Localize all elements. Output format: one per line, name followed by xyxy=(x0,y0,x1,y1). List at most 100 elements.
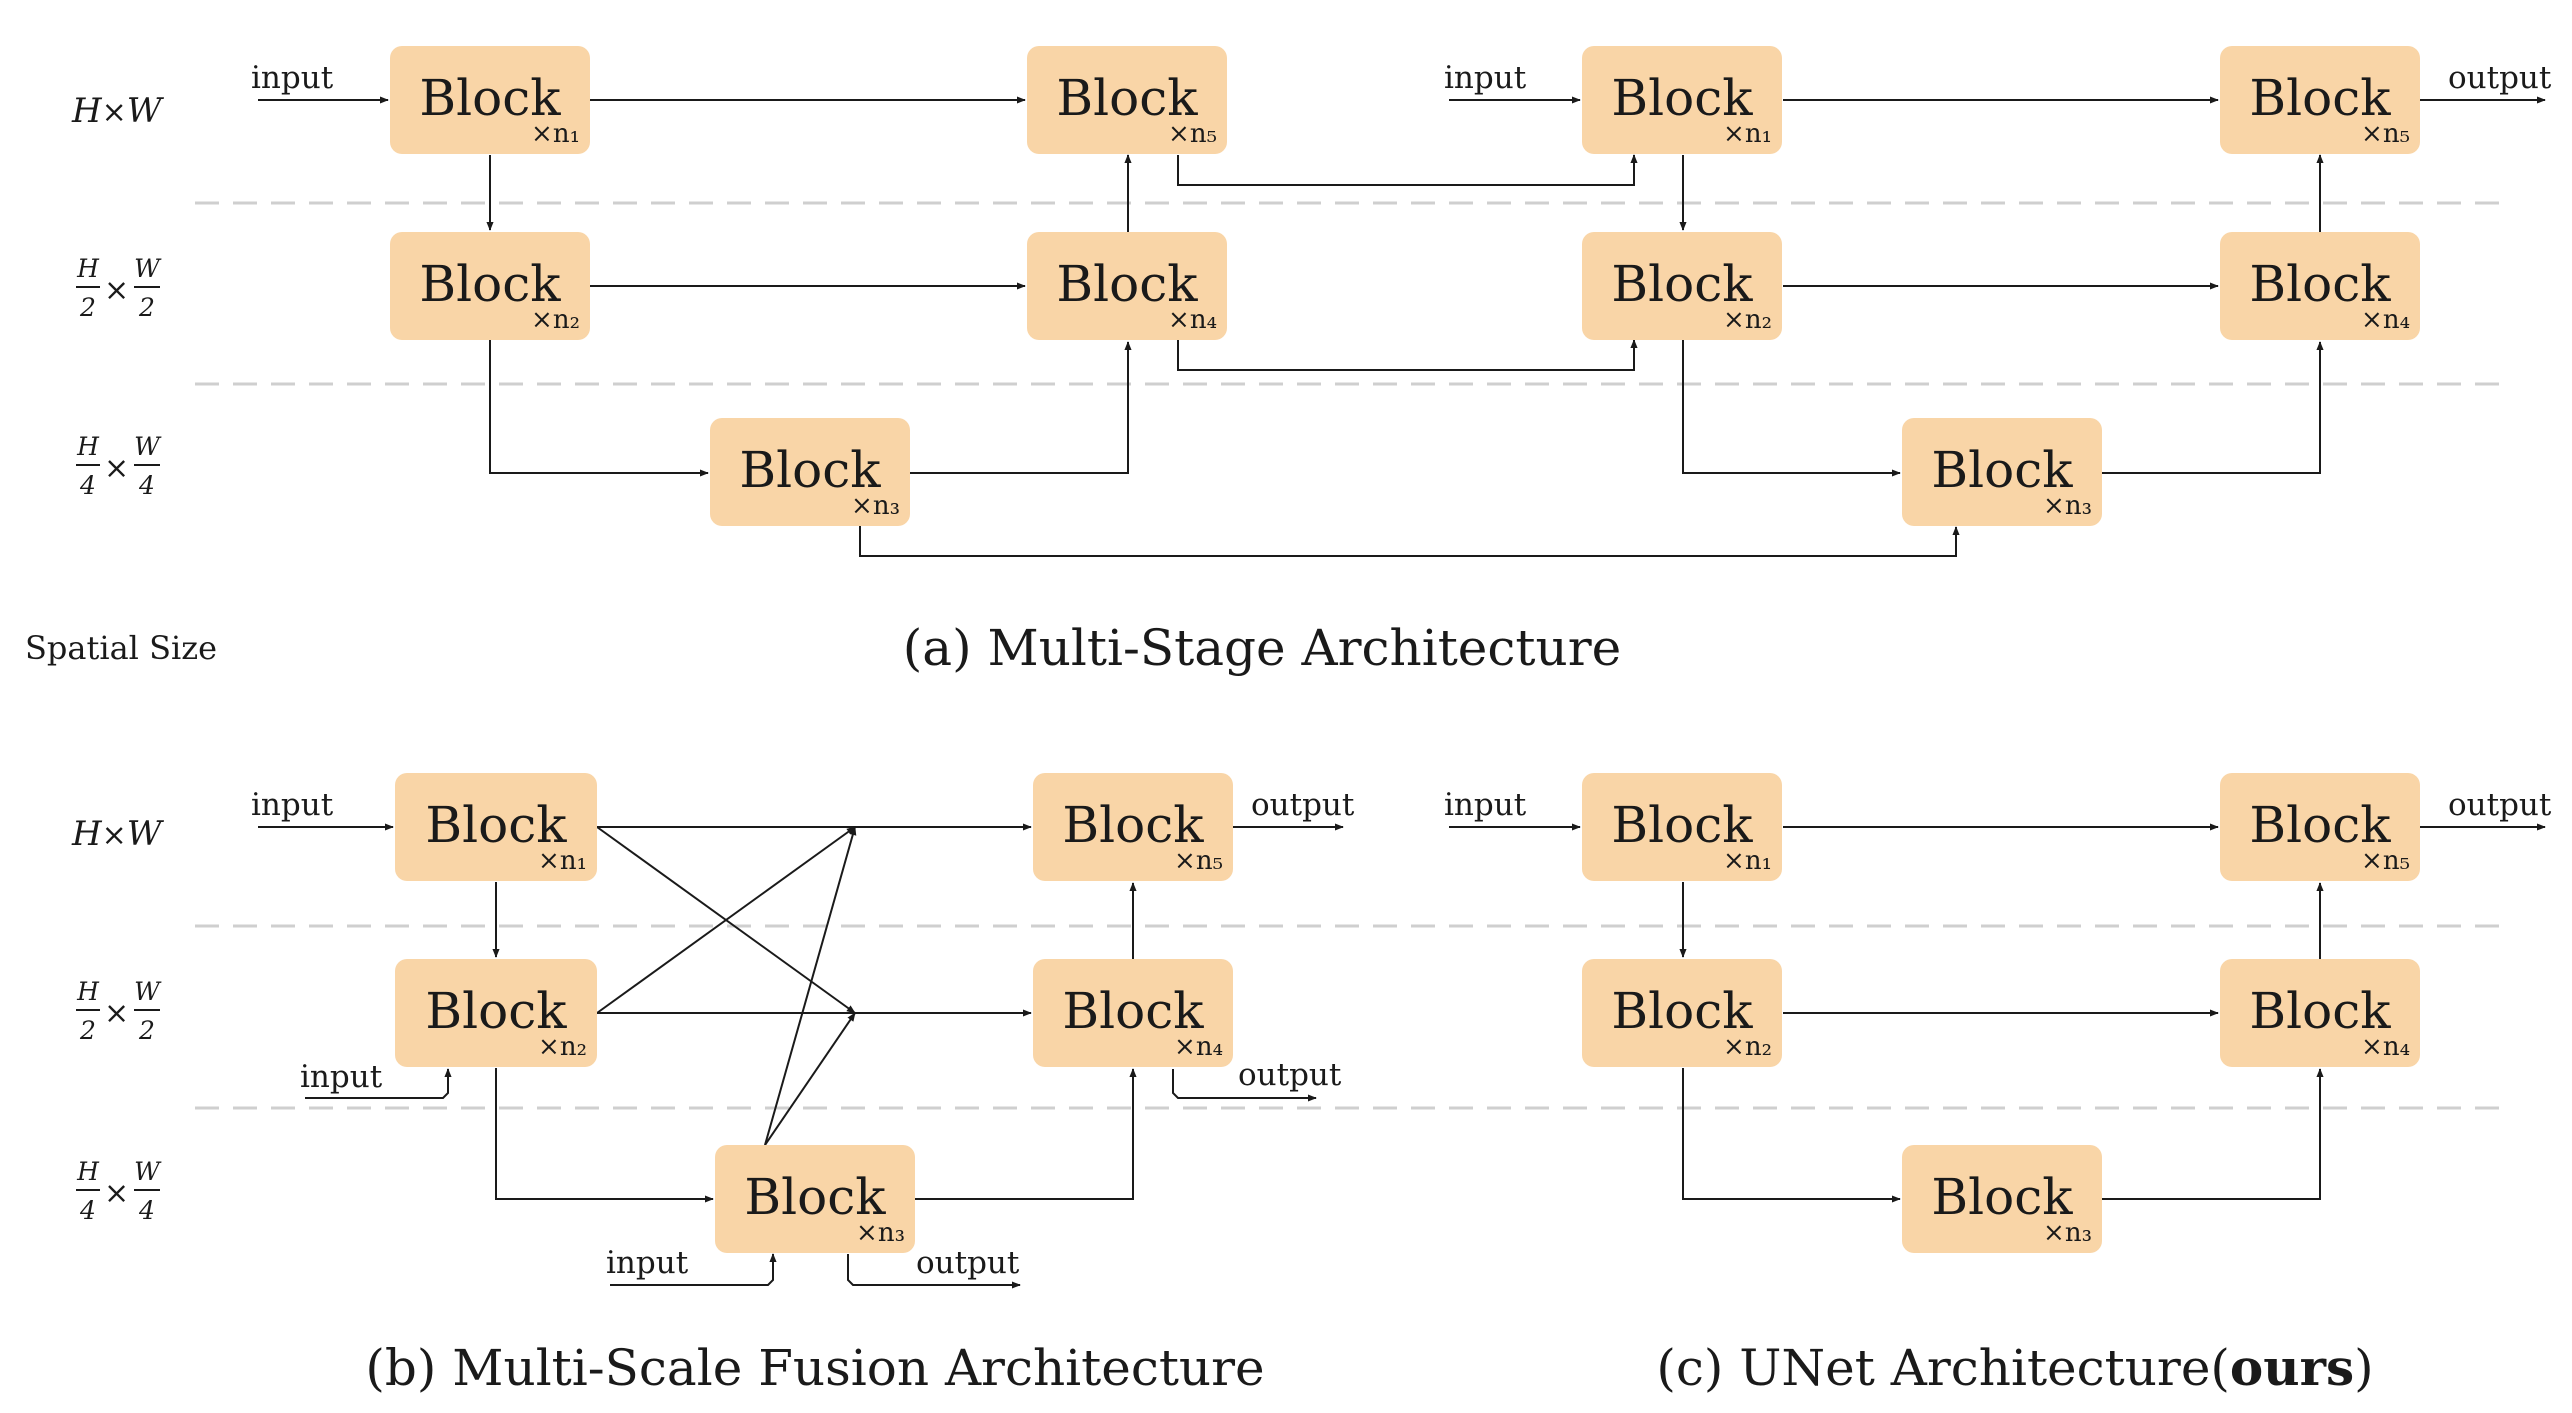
input-label: input xyxy=(251,787,334,823)
edge xyxy=(764,826,857,1146)
edge xyxy=(1682,1068,1901,1203)
svg-text:×n₃: ×n₃ xyxy=(2043,491,2092,521)
svg-text:Block: Block xyxy=(2249,982,2391,1040)
size-label-full-a: H×W xyxy=(71,91,165,131)
block-c-n1: Block ×n₁ xyxy=(1582,773,1782,881)
svg-text:×n₃: ×n₃ xyxy=(851,491,900,521)
svg-text:×: × xyxy=(104,451,129,486)
svg-text:Block: Block xyxy=(1062,796,1204,854)
input-label: input xyxy=(606,1245,689,1281)
svg-text:H: H xyxy=(76,1157,100,1186)
edge xyxy=(305,1068,452,1099)
output-label: output xyxy=(916,1245,1020,1281)
svg-text:Block: Block xyxy=(739,441,881,499)
caption-b: (b) Multi-Scale Fusion Architecture xyxy=(365,1339,1264,1397)
svg-text:2: 2 xyxy=(79,1016,96,1045)
svg-text:Block: Block xyxy=(2249,255,2391,313)
block-b-n5: Block ×n₅ xyxy=(1033,773,1233,881)
svg-text:×n₁: ×n₁ xyxy=(538,846,587,876)
svg-text:W: W xyxy=(134,1157,162,1186)
svg-text:Block: Block xyxy=(425,982,567,1040)
block-a-s2-n3: Block ×n₃ xyxy=(1902,418,2102,526)
block-c-n5: Block ×n₅ xyxy=(2220,773,2420,881)
svg-text:2: 2 xyxy=(79,293,96,322)
edges-multi-stage xyxy=(258,96,2546,557)
block-b-n1: Block ×n₁ xyxy=(395,773,597,881)
svg-text:×n₅: ×n₅ xyxy=(1168,119,1217,149)
svg-text:W: W xyxy=(134,254,162,283)
svg-text:H: H xyxy=(76,977,100,1006)
svg-text:H×W: H×W xyxy=(71,91,165,131)
edge xyxy=(915,1068,1137,1200)
svg-text:Block: Block xyxy=(1611,255,1753,313)
svg-text:4: 4 xyxy=(79,1196,96,1225)
block-b-n4: Block ×n₄ xyxy=(1033,959,1233,1067)
spatial-size-label: Spatial Size xyxy=(25,629,217,667)
block-b-n2: Block ×n₂ xyxy=(395,959,597,1067)
size-label-full-b: H×W xyxy=(71,814,165,854)
svg-text:W: W xyxy=(134,977,162,1006)
edge xyxy=(2102,341,2324,474)
svg-text:Block: Block xyxy=(419,69,561,127)
edge xyxy=(847,1254,1021,1289)
svg-text:×: × xyxy=(104,273,129,308)
block-a-s1-n3: Block ×n₃ xyxy=(710,418,910,526)
svg-text:×n₃: ×n₃ xyxy=(856,1218,905,1248)
svg-text:×n₁: ×n₁ xyxy=(1723,119,1772,149)
block-a-s1-n5: Block ×n₅ xyxy=(1027,46,1227,154)
edges-multi-scale xyxy=(258,823,1344,1289)
svg-text:×n₅: ×n₅ xyxy=(1174,846,1223,876)
svg-text:4: 4 xyxy=(138,1196,155,1225)
output-label: output xyxy=(2448,60,2552,96)
edge xyxy=(859,526,1960,557)
edge xyxy=(910,341,1132,474)
caption-a: (a) Multi-Stage Architecture xyxy=(903,619,1621,677)
edge xyxy=(495,1068,714,1203)
block-c-n4: Block ×n₄ xyxy=(2220,959,2420,1067)
svg-text:×n₁: ×n₁ xyxy=(531,119,580,149)
edge xyxy=(1177,154,1638,186)
svg-text:Block: Block xyxy=(1611,796,1753,854)
svg-text:Block: Block xyxy=(1611,982,1753,1040)
svg-text:Block: Block xyxy=(419,255,561,313)
svg-text:×n₄: ×n₄ xyxy=(2361,1032,2410,1062)
svg-text:×n₂: ×n₂ xyxy=(1723,1032,1772,1062)
svg-text:4: 4 xyxy=(138,471,155,500)
output-label: output xyxy=(1251,787,1355,823)
block-c-n3: Block ×n₃ xyxy=(1902,1145,2102,1253)
caption-c: (c) UNet Architecture(ours) xyxy=(1656,1338,2373,1397)
svg-text:Block: Block xyxy=(1062,982,1204,1040)
edge xyxy=(2102,1068,2324,1200)
output-label: output xyxy=(1238,1057,1342,1093)
svg-text:×n₄: ×n₄ xyxy=(1168,305,1217,335)
svg-text:Block: Block xyxy=(1611,69,1753,127)
block-a-s1-n4: Block ×n₄ xyxy=(1027,232,1227,340)
svg-text:×n₂: ×n₂ xyxy=(1723,305,1772,335)
svg-text:W: W xyxy=(134,432,162,461)
svg-text:Block: Block xyxy=(1056,69,1198,127)
svg-text:Block: Block xyxy=(425,796,567,854)
edge xyxy=(1172,1069,1317,1102)
edge xyxy=(1682,340,1901,477)
svg-text:×n₂: ×n₂ xyxy=(531,305,580,335)
block-b-n3: Block ×n₃ xyxy=(715,1145,915,1253)
svg-text:×n₃: ×n₃ xyxy=(2043,1218,2092,1248)
edge xyxy=(596,826,856,1014)
svg-text:Block: Block xyxy=(2249,69,2391,127)
block-a-s2-n2: Block ×n₂ xyxy=(1582,232,1782,340)
size-label-half-b: H 2 × W 2 xyxy=(76,977,162,1045)
input-label: input xyxy=(300,1059,383,1095)
svg-text:×n₅: ×n₅ xyxy=(2361,846,2410,876)
svg-text:×n₂: ×n₂ xyxy=(538,1032,587,1062)
block-a-s1-n2: Block ×n₂ xyxy=(390,232,590,340)
block-c-n2: Block ×n₂ xyxy=(1582,959,1782,1067)
edge xyxy=(489,340,709,477)
block-a-s1-n1: Block ×n₁ xyxy=(390,46,590,154)
size-label-quarter-a: H 4 × W 4 xyxy=(76,432,162,500)
svg-text:×n₄: ×n₄ xyxy=(2361,305,2410,335)
block-a-s2-n4: Block ×n₄ xyxy=(2220,232,2420,340)
block-a-s2-n5: Block ×n₅ xyxy=(2220,46,2420,154)
block-a-s2-n1: Block ×n₁ xyxy=(1582,46,1782,154)
svg-text:Block: Block xyxy=(2249,796,2391,854)
svg-text:H×W: H×W xyxy=(71,814,165,854)
